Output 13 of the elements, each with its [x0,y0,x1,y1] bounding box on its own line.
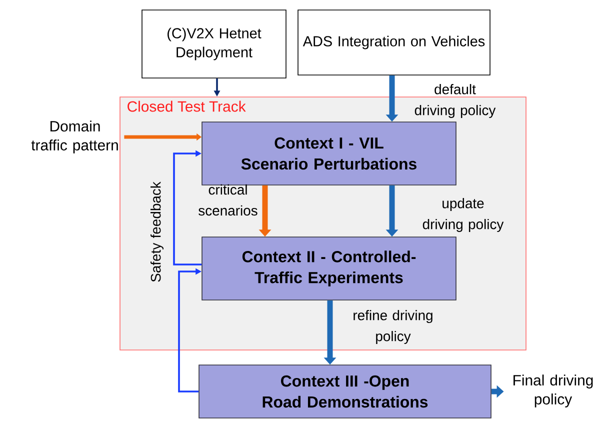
edge-label: refine driving policy [354,310,432,344]
flow-label: Domain traffic pattern [31,120,118,154]
edge-label: default driving policy [414,84,496,118]
edge-label: critical scenarios [198,184,258,216]
process-box: (C)V2X Hetnet Deployment [142,10,286,78]
process-box: ADS Integration on Vehicles [298,10,490,76]
edge-label: update driving policy [422,198,504,232]
flow-label: Final driving policy [514,374,593,408]
stage-box: Context III -Open Road Demonstrations [198,364,492,418]
edge-label: Safety feedback [150,182,164,282]
stage-box: Context I - VIL Scenario Perturbations [202,122,456,186]
feedback-arrow [173,150,202,266]
stage-box: Context II - Controlled-Traffic Experiments [202,236,456,300]
